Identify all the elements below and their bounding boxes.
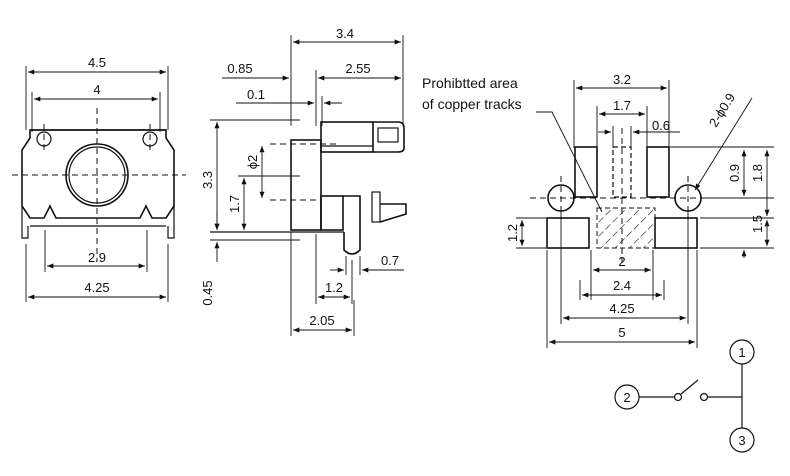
fp-dim-1-8: 1.8 [750, 164, 765, 182]
fp-dim-2: 2 [618, 254, 625, 269]
front-dim-4: 4 [93, 82, 100, 97]
switch-schematic: 1 2 3 [614, 339, 755, 453]
side-dim-2-55: 2.55 [345, 61, 370, 76]
pin-2-label: 2 [623, 390, 630, 405]
fp-dim-holes: 2-ϕ0.9 [706, 90, 738, 129]
side-dim-3-3: 3.3 [200, 171, 215, 189]
fp-dim-0-6: 0.6 [652, 118, 670, 133]
side-dim-3-4: 3.4 [336, 26, 354, 41]
side-dim-0-7: 0.7 [381, 253, 399, 268]
fp-dim-5: 5 [618, 325, 625, 340]
prohibited-area-note-line1: Prohibtted area [422, 75, 518, 91]
side-dim-phi-2: ϕ2 [245, 155, 260, 170]
front-dim-4-5: 4.5 [88, 55, 106, 70]
fp-dim-3-2: 3.2 [613, 72, 631, 87]
pin-1-label: 1 [738, 345, 745, 360]
fp-dim-4-25: 4.25 [609, 301, 634, 316]
side-dim-0-1: 0.1 [247, 87, 265, 102]
fp-dim-1-7: 1.7 [613, 98, 631, 113]
side-view: 3.4 0.85 2.55 0.1 3.3 ϕ2 1.7 [200, 26, 407, 336]
prohibited-area-note-line2: of copper tracks [422, 96, 522, 112]
side-dim-0-85: 0.85 [227, 61, 252, 76]
fp-dim-2-4: 2.4 [613, 278, 631, 293]
front-dim-4-25: 4.25 [84, 280, 109, 295]
fp-dim-0-9: 0.9 [727, 164, 742, 182]
fp-dim-1-2: 1.2 [505, 224, 520, 242]
pin-3-label: 3 [738, 433, 745, 448]
front-view: 4.5 4 2.9 4.25 [12, 55, 186, 302]
front-dim-2-9: 2.9 [88, 250, 106, 265]
side-dim-2-05: 2.05 [309, 313, 334, 328]
side-dim-1-7: 1.7 [227, 195, 242, 213]
fp-dim-1-5: 1.5 [750, 215, 765, 233]
side-dim-1-2: 1.2 [325, 280, 343, 295]
side-dim-0-45: 0.45 [200, 280, 215, 305]
footprint-view: Prohibtted area of copper tracks 3.2 1.7… [422, 72, 774, 348]
